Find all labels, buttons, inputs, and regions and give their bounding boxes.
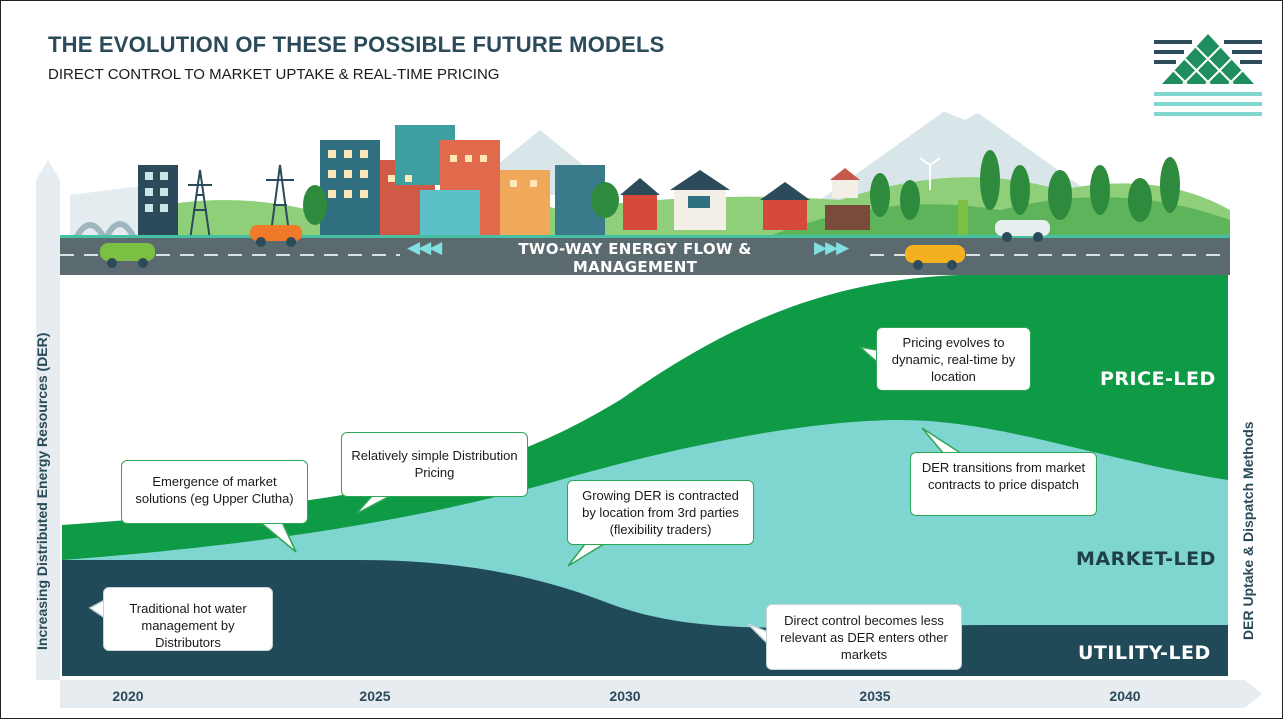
year-label-2030: 2030: [609, 688, 641, 704]
year-label-2040: 2040: [1109, 688, 1141, 704]
callout-emergence-market-solutions: Emergence of market solutions (eg Upper …: [121, 460, 308, 524]
city-landscape-illustration: [60, 100, 1230, 275]
band-label-market-led: MARKET-LED: [1076, 548, 1216, 570]
callout-der-transitions: DER transitions from market contracts to…: [910, 452, 1097, 516]
road-arrows-right-icon: ▶▶▶: [814, 238, 849, 257]
callout-traditional-hot-water: Traditional hot water management by Dist…: [103, 587, 273, 651]
callout-pricing-evolves: Pricing evolves to dynamic, real-time by…: [876, 327, 1031, 391]
road-arrows-left-icon: ◀◀◀: [407, 238, 442, 257]
x-axis-arrow: [60, 680, 1262, 708]
band-label-price-led: PRICE-LED: [1100, 368, 1216, 390]
y-axis-arrow: [36, 160, 60, 680]
page-title: THE EVOLUTION OF THESE POSSIBLE FUTURE M…: [48, 32, 665, 57]
callout-growing-der-contracted: Growing DER is contracted by location fr…: [567, 480, 754, 545]
band-label-utility-led: UTILITY-LED: [1078, 642, 1211, 664]
page-subtitle: DIRECT CONTROL TO MARKET UPTAKE & REAL-T…: [48, 66, 500, 83]
road-label: TWO-WAY ENERGY FLOW & MANAGEMENT: [518, 240, 752, 276]
company-logo-icon: [1154, 34, 1262, 116]
year-label-2035: 2035: [859, 688, 891, 704]
year-label-2025: 2025: [359, 688, 391, 704]
callout-distribution-pricing: Relatively simple Distribution Pricing: [341, 432, 528, 497]
callout-direct-control: Direct control becomes less relevant as …: [766, 604, 962, 670]
year-label-2020: 2020: [112, 688, 144, 704]
